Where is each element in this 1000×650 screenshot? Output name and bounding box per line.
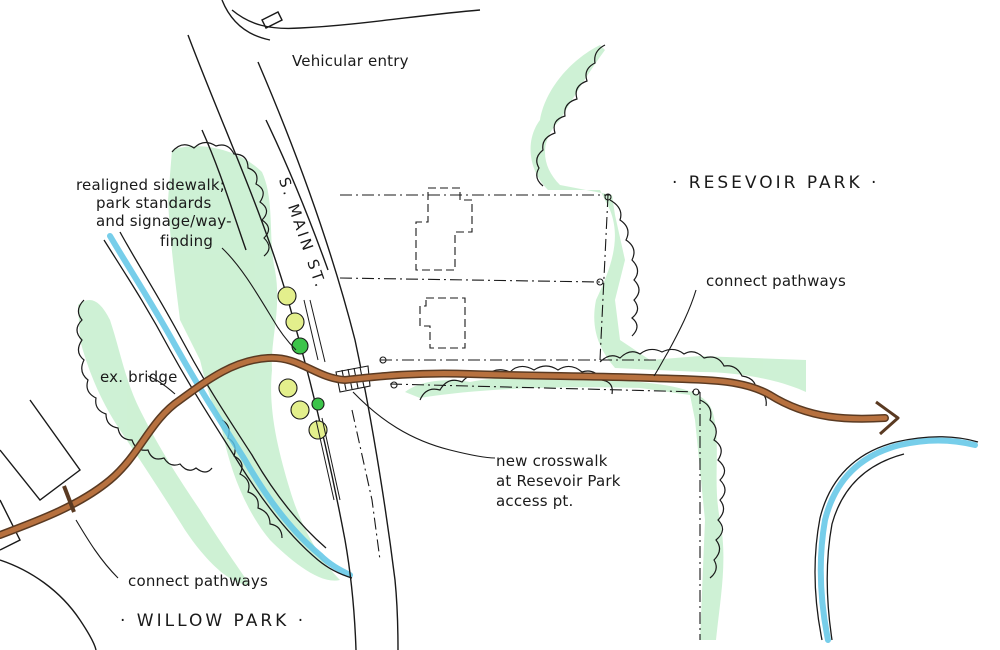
realigned-sidewalk-line-2: park standards — [96, 194, 212, 212]
building-footprints — [415, 187, 473, 349]
leader-lines — [75, 247, 697, 579]
connect-pathways-right-label: connect pathways — [706, 272, 847, 290]
main-street-east-edge — [257, 61, 399, 650]
crosswalk-line-3: access pt. — [496, 492, 574, 510]
realigned-sidewalk-line-3: and signage/way- — [96, 212, 232, 230]
foliage-reservoir-park — [530, 45, 806, 392]
water-features — [107, 233, 978, 643]
foliage-south-block — [405, 376, 724, 640]
survey-markers — [379, 193, 700, 396]
realigned-sidewalk-line-1: realigned sidewalk; — [76, 176, 226, 194]
realigned-sidewalk-line-4: finding — [160, 232, 214, 250]
street-trees — [277, 286, 328, 440]
pathway-arrowhead — [875, 400, 900, 436]
reservoir-park-label: · RESEVOIR PARK · — [672, 173, 880, 193]
connect-pathways-left-label: connect pathways — [128, 572, 269, 590]
foliage-west-lower — [78, 300, 250, 585]
ex-bridge-label: ex. bridge — [100, 368, 178, 386]
vehicular-entry-label: Vehicular entry — [292, 52, 409, 70]
property-lines — [339, 194, 701, 640]
willow-park-label: · WILLOW PARK · — [120, 611, 307, 631]
pond-edge — [817, 437, 978, 643]
stream-channel — [107, 233, 353, 578]
foliage-masses — [78, 45, 806, 640]
crosswalk-line-1: new crosswalk — [496, 452, 608, 470]
crosswalk-line-2: at Resevoir Park — [496, 472, 621, 490]
